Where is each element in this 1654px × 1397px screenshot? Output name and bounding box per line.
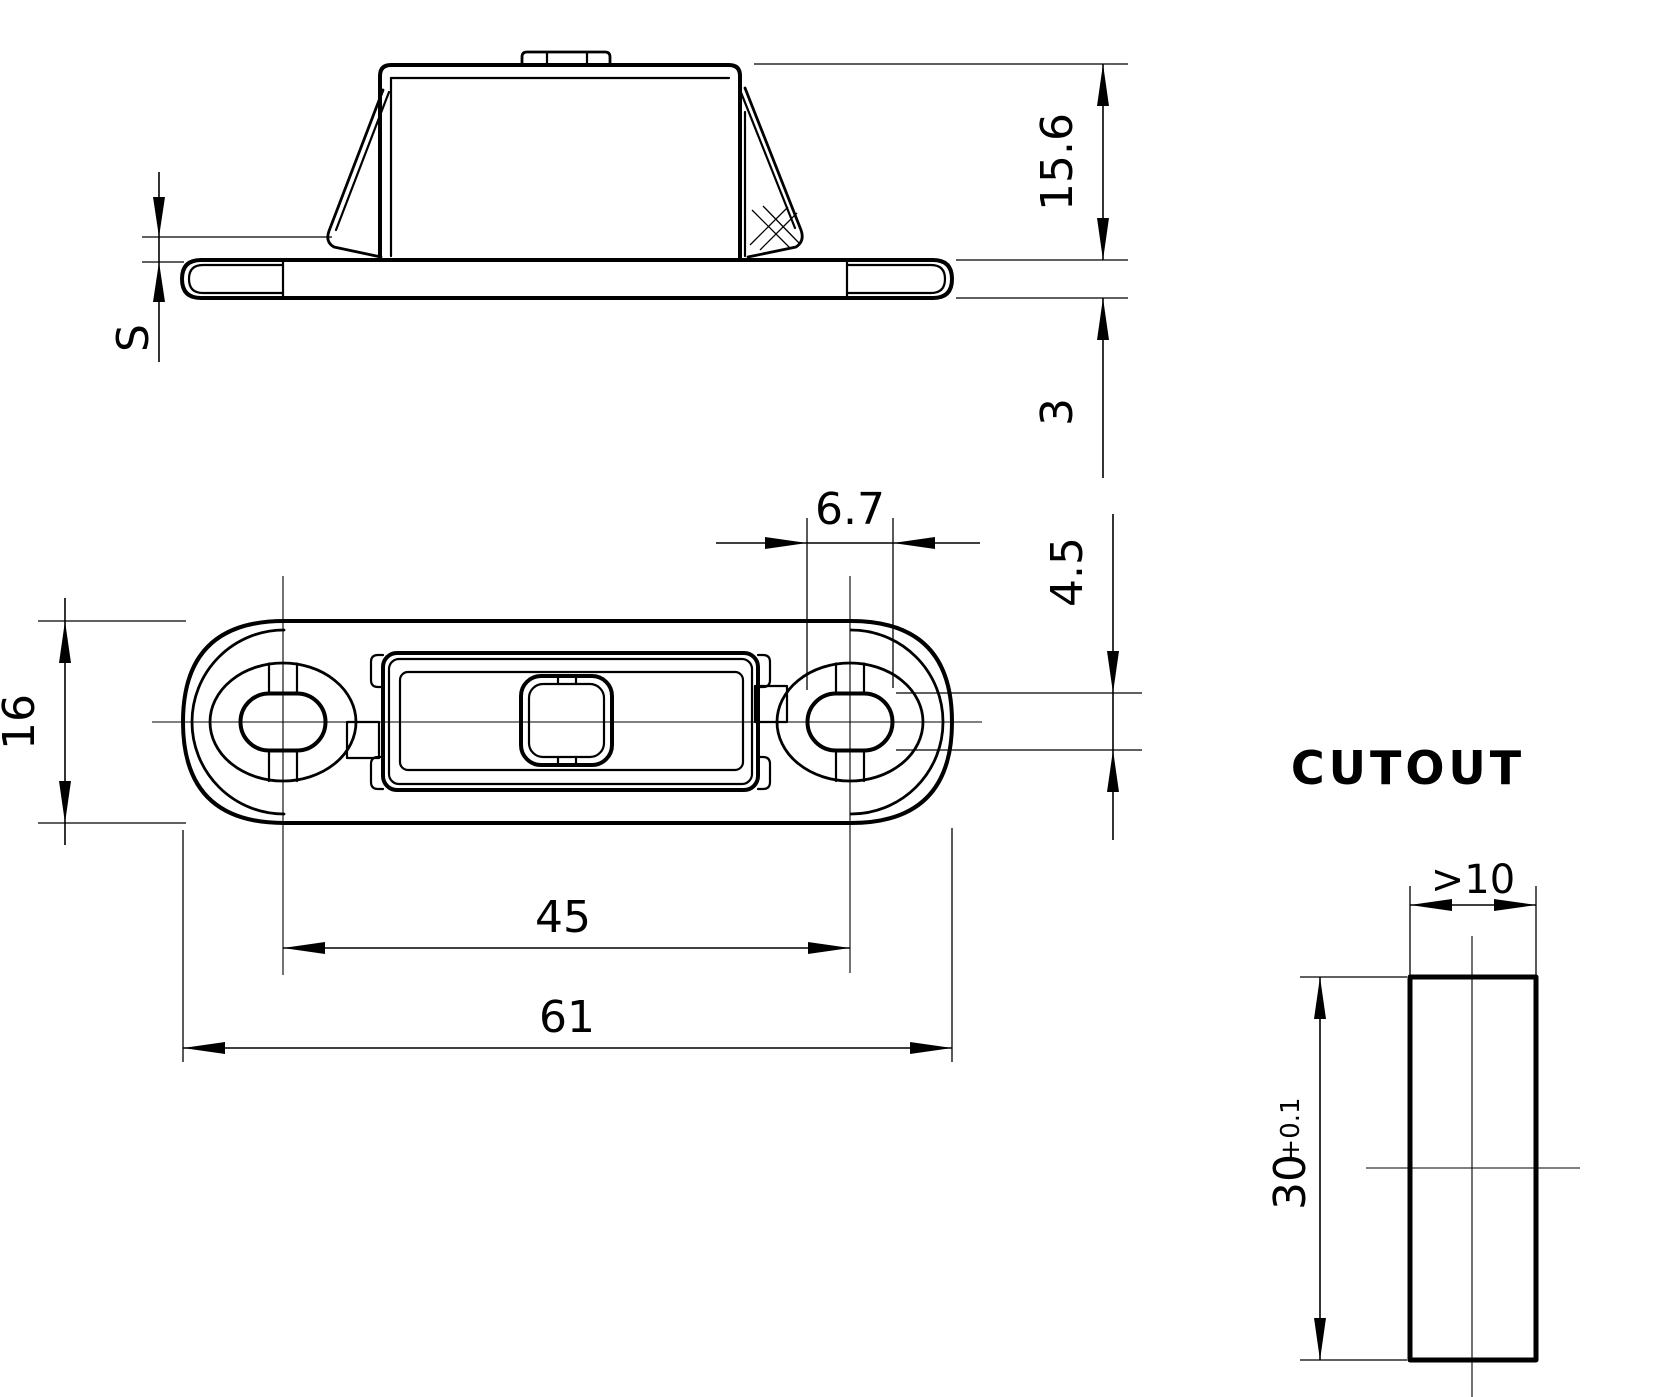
- center-recess-corner-tabs: [369, 653, 772, 791]
- slot67-arrow-right: [893, 537, 935, 549]
- cutout-width-arrow-left: [1410, 899, 1452, 911]
- width16-arrow-up: [59, 621, 71, 663]
- dim-label-hole-spacing: 45: [535, 892, 591, 943]
- height-arrow-down: [1097, 218, 1109, 260]
- side-plate-left-cap-inner: [187, 263, 285, 295]
- center-recess-inner: [398, 670, 745, 772]
- height-arrow-up: [1097, 64, 1109, 106]
- boss-slot-lines: [267, 662, 866, 783]
- dim-label-hole-slot-width: 4.5: [1042, 537, 1093, 607]
- cutout-height-extension-lines: [1300, 976, 1407, 1361]
- spring-hatch-marks: [749, 205, 800, 251]
- side-body-outline: [378, 63, 742, 260]
- side-view-dimensions: S 15.6 3: [108, 63, 1128, 478]
- dim-label-cutout-min-width: >10: [1431, 857, 1515, 903]
- side-right-spring-arm: [743, 86, 804, 259]
- s-extension-lines: [142, 236, 332, 263]
- center-square-hole-ticks: [556, 674, 578, 767]
- dim-label-plate-thickness: 3: [1032, 398, 1083, 426]
- dim-label-cutout-height: 30: [1265, 1154, 1316, 1210]
- side-plate-right-cap-inner: [845, 263, 947, 295]
- center-square-hole-inner: [527, 682, 606, 759]
- side-left-spring-arm-inner: [334, 90, 391, 232]
- dim-label-plate-width: 16: [0, 694, 45, 750]
- plan-view: [152, 576, 982, 975]
- cutout-view: CUTOUT >10 30 +0.1: [1265, 741, 1580, 1397]
- slot45-arrow-up: [1107, 750, 1119, 792]
- plan-view-dimensions: 16 6.7 4.5 45 61: [0, 484, 1142, 1062]
- side-base-plate: [180, 258, 954, 300]
- cutout-height-arrow-up: [1314, 977, 1326, 1019]
- width16-arrow-down: [59, 781, 71, 823]
- plate-thickness-arrow-up: [1097, 298, 1109, 340]
- dim-label-body-height: 15.6: [1032, 113, 1083, 211]
- dim-label-panel-thickness: S: [108, 324, 159, 352]
- width16-extension-lines: [38, 620, 186, 824]
- slot45-arrow-down: [1107, 651, 1119, 693]
- center-square-hole-outer: [519, 674, 614, 767]
- cutout-height-arrow-down: [1314, 1318, 1326, 1360]
- length61-arrow-left: [183, 1042, 225, 1054]
- length61-arrow-right: [910, 1042, 952, 1054]
- length61-extension-lines: [182, 828, 953, 1062]
- side-top-tab-dividers: [545, 50, 589, 67]
- slot45-extension-lines: [896, 692, 1142, 751]
- dim-label-plate-length: 61: [539, 992, 595, 1043]
- height-extension-lines: [754, 63, 1128, 299]
- slot67-extension-lines: [806, 518, 894, 690]
- s-arrow-up: [153, 262, 165, 302]
- side-right-spring-arm-inner: [738, 88, 797, 230]
- cutout-width-extension-lines: [1409, 886, 1537, 977]
- dim-label-hole-slot-length: 6.7: [815, 484, 885, 535]
- side-top-tab: [520, 50, 612, 67]
- plan-plate-outline: [181, 619, 954, 825]
- cutout-title: CUTOUT: [1291, 741, 1525, 795]
- s-arrow-down: [153, 197, 165, 237]
- cutout-width-arrow-right: [1494, 899, 1536, 911]
- spacing45-arrow-right: [808, 942, 850, 954]
- spacing45-arrow-left: [283, 942, 325, 954]
- dim-label-cutout-height-tolerance: +0.1: [1276, 1097, 1306, 1160]
- side-left-spring-arm: [326, 88, 385, 259]
- slot67-arrow-left: [765, 537, 807, 549]
- side-view: [180, 50, 954, 300]
